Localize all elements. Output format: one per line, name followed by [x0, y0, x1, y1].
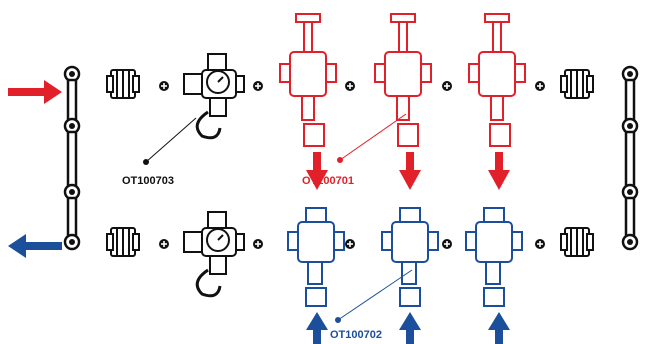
arrow-up-icon: [306, 312, 510, 344]
return-valve-2: [381, 207, 439, 307]
left-end-bracket: [63, 65, 81, 251]
return-valve-1: [287, 207, 345, 307]
plus-icon: [252, 238, 264, 250]
plus-icon: [344, 80, 356, 92]
fitting-top-right: [560, 69, 594, 99]
plus-icon: [252, 80, 264, 92]
arrow-left-icon: [8, 234, 62, 258]
arrow-down-icon: [306, 152, 510, 190]
plus-icon: [534, 238, 546, 250]
label-supply-valve: OT100701: [302, 175, 354, 187]
right-end-bracket: [621, 65, 639, 251]
fitting-top-left: [106, 69, 140, 99]
meter-manifold-bottom: [182, 210, 246, 298]
plus-icon: [534, 80, 546, 92]
supply-valve-1: [279, 13, 337, 147]
fitting-bottom-left: [106, 227, 140, 257]
plus-icon: [158, 80, 170, 92]
plus-icon: [441, 238, 453, 250]
supply-valve-3: [468, 13, 526, 147]
return-valve-3: [465, 207, 523, 307]
plus-icon: [441, 80, 453, 92]
label-meter-manifold: OT100703: [122, 175, 174, 187]
plus-icon: [344, 238, 356, 250]
fitting-bottom-right: [560, 227, 594, 257]
arrow-right-icon: [8, 80, 62, 104]
meter-manifold-top: [182, 52, 246, 140]
label-return-valve: OT100702: [330, 329, 382, 341]
supply-valve-2: [374, 13, 432, 147]
plus-icon: [158, 238, 170, 250]
